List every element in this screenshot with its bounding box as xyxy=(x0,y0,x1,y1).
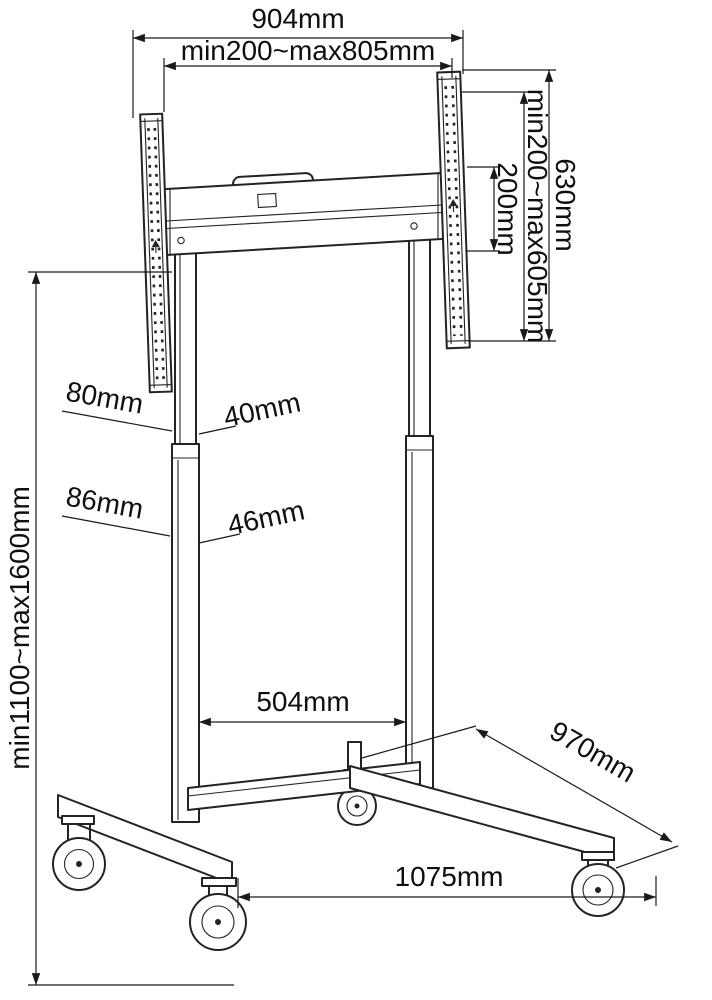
dim-label-bracket-height: 630mm xyxy=(550,158,581,251)
dim-bracket-height: 630mm xyxy=(462,69,581,342)
dim-overall-height: min1100~max1600mm xyxy=(4,271,234,986)
column-left xyxy=(171,245,200,823)
column-right xyxy=(405,235,434,789)
dim-label-upper-column-width: 40mm xyxy=(221,386,304,432)
dim-label-overall-height: min1100~max1600mm xyxy=(4,486,35,770)
dim-label-base-width: 1075mm xyxy=(395,861,504,892)
dim-label-plate-height: 200mm xyxy=(492,162,523,255)
vesa-rail-left xyxy=(139,112,173,394)
label-upper-column-width: 40mm xyxy=(198,386,304,435)
base-foot-right xyxy=(349,765,615,861)
dim-overall-width: 904mm xyxy=(132,3,464,118)
dim-vesa-height: min200~max605mm xyxy=(462,89,553,343)
dim-column-spacing: 504mm xyxy=(199,686,406,727)
caster-front-left xyxy=(189,877,247,951)
vesa-rail-right xyxy=(436,70,471,350)
caster-front-right xyxy=(571,851,625,917)
caster-back-left xyxy=(52,815,106,891)
dim-label-vesa-width: min200~max805mm xyxy=(181,35,435,66)
tv-cart-drawing xyxy=(52,70,625,951)
dim-label-overall-width: 904mm xyxy=(251,3,344,34)
dim-label-column-spacing: 504mm xyxy=(256,686,349,717)
dim-base-width: 1075mm xyxy=(237,861,657,908)
label-lower-column-width: 46mm xyxy=(198,494,308,544)
up-arrow-marker-left xyxy=(151,240,160,248)
dim-plate-height: 200mm xyxy=(467,162,523,256)
dim-label-vesa-height: min200~max605mm xyxy=(522,89,553,343)
up-arrow-marker-right xyxy=(449,199,458,207)
dim-vesa-width: min200~max805mm xyxy=(163,35,453,112)
label-lower-column-depth: 86mm xyxy=(61,481,171,537)
dim-label-lower-column-width: 46mm xyxy=(225,494,308,540)
